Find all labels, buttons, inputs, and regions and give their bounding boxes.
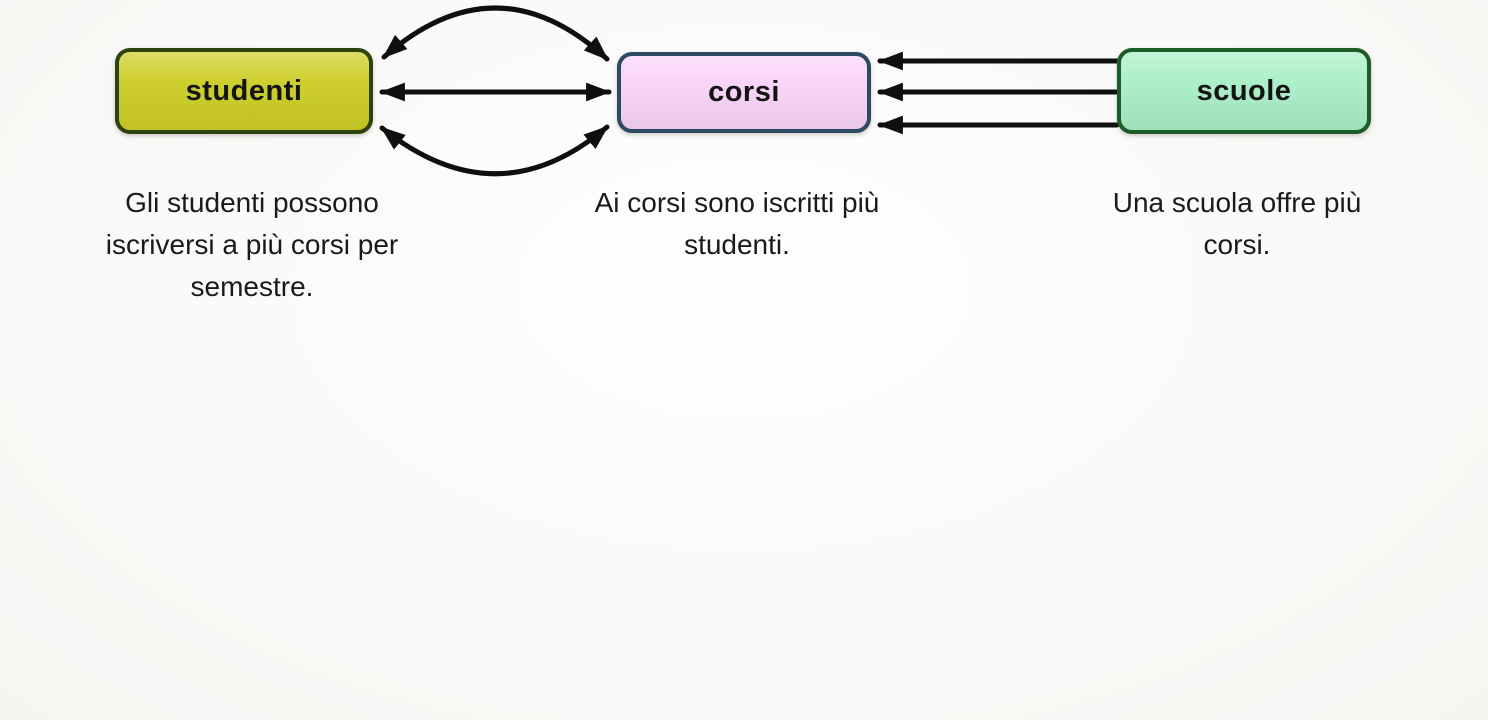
caption-studenti: Gli studenti possono iscriversi a più co… xyxy=(105,187,399,302)
entity-label-scuole: scuole xyxy=(1196,74,1292,107)
entity-label-studenti: studenti xyxy=(185,74,303,107)
caption-scuole: Una scuola offre più corsi. xyxy=(1112,187,1362,260)
caption-corsi: Ai corsi sono iscritti più studenti. xyxy=(594,187,880,260)
entity-box-scuole: scuole xyxy=(1117,48,1371,134)
entity-box-corsi: corsi xyxy=(617,52,871,133)
entity-label-corsi: corsi xyxy=(708,76,780,108)
many-to-many-top-arc-arrow xyxy=(381,5,610,62)
many-to-many-bottom-arc-arrow xyxy=(379,124,610,177)
entity-box-studenti: studenti xyxy=(115,48,373,134)
